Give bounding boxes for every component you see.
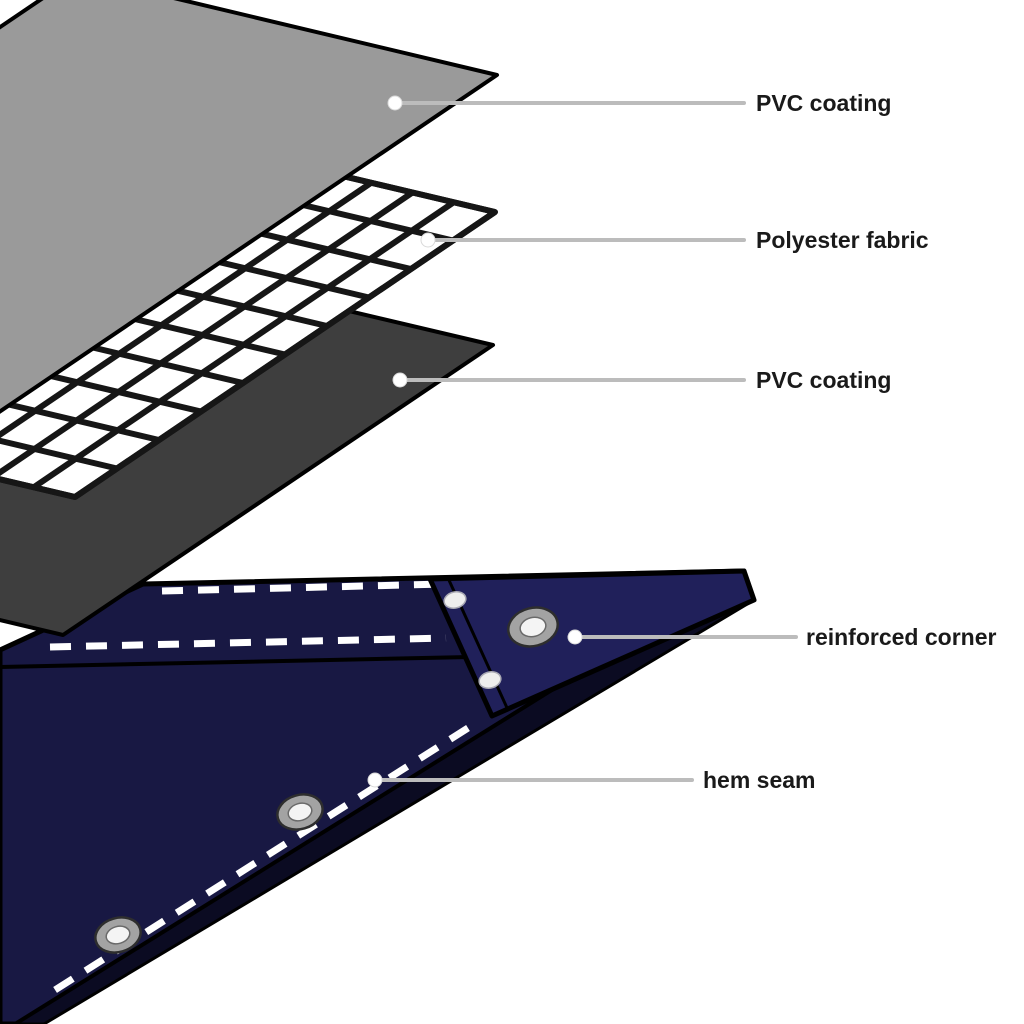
leader-dot (387, 95, 403, 111)
leader-dot (567, 629, 583, 645)
grommet (94, 916, 142, 954)
mesh-grid-line (0, 437, 118, 472)
rivet (443, 591, 467, 609)
stitch-line-top-inner (49, 634, 447, 651)
rivet (478, 671, 502, 689)
pvc-top-layer (0, 0, 499, 414)
label-pvc-top: PVC coating (756, 90, 891, 116)
mesh-grid-line (0, 399, 160, 443)
annotations: PVC coating Polyester fabric PVC coating… (367, 90, 996, 793)
leader-dot (392, 372, 408, 388)
leader-dot (367, 772, 383, 788)
grommet (507, 606, 559, 648)
tarp-sheet (0, 568, 757, 1024)
label-hem-seam: hem seam (703, 767, 816, 793)
hem-fold-line (0, 655, 471, 669)
leader-dot (420, 232, 436, 248)
stitch-line-top-outer (161, 580, 447, 595)
label-polyester: Polyester fabric (756, 227, 929, 253)
reinforced-corner-patch (427, 568, 757, 719)
label-pvc-mid: PVC coating (756, 367, 891, 393)
label-reinforced-corner: reinforced corner (806, 624, 996, 650)
grommet (276, 793, 324, 831)
